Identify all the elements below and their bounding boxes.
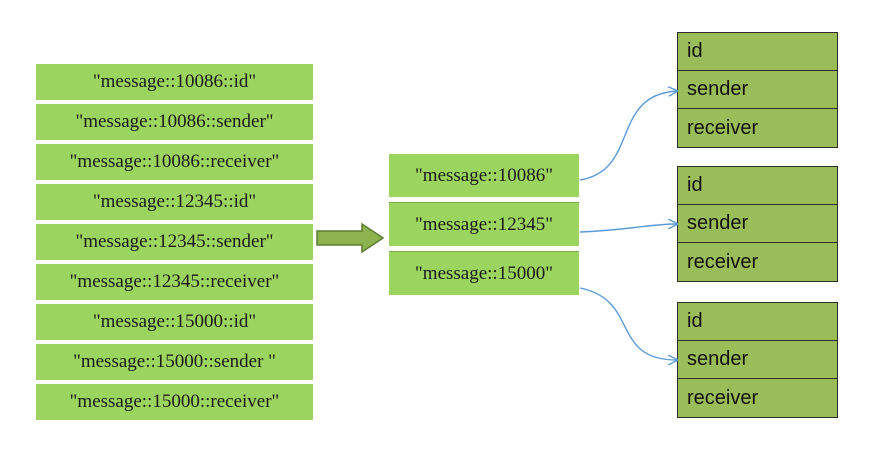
- flat-key: "message::10086::receiver": [36, 144, 313, 180]
- flat-key: "message::10086::sender": [36, 104, 313, 140]
- flat-key: "message::12345::sender": [36, 224, 313, 260]
- flat-key: "message::15000::receiver": [36, 384, 313, 420]
- field-group-10086: id sender receiver: [677, 32, 838, 148]
- field-group-12345: id sender receiver: [677, 166, 838, 282]
- hash-key: "message::15000": [389, 251, 579, 295]
- connector-arrow-icon: [579, 287, 677, 360]
- field-row: receiver: [687, 386, 759, 409]
- field-row: receiver: [687, 250, 759, 273]
- flat-key: "message::10086::id": [36, 64, 313, 100]
- hash-key-list: "message::10086" "message::12345" "messa…: [389, 154, 579, 295]
- connector-arrow-icon: [579, 224, 677, 233]
- flat-key: "message::12345::receiver": [36, 264, 313, 300]
- flat-key: "message::15000::sender ": [36, 344, 313, 380]
- flat-key: "message::15000::id": [36, 304, 313, 340]
- field-row: sender: [678, 205, 837, 243]
- field-row: id: [678, 167, 837, 205]
- field-row: id: [678, 303, 837, 341]
- field-row: sender: [678, 71, 837, 109]
- field-row: receiver: [687, 116, 759, 139]
- flat-key: "message::12345::id": [36, 184, 313, 220]
- field-row: sender: [678, 341, 837, 379]
- hash-key: "message::10086": [389, 154, 579, 197]
- connector-arrow-icon: [579, 91, 677, 181]
- flat-key-list: "message::10086::id" "message::10086::se…: [36, 64, 313, 420]
- hash-key: "message::12345": [389, 202, 579, 246]
- transform-arrow-icon: [316, 222, 385, 254]
- field-row: id: [678, 33, 837, 71]
